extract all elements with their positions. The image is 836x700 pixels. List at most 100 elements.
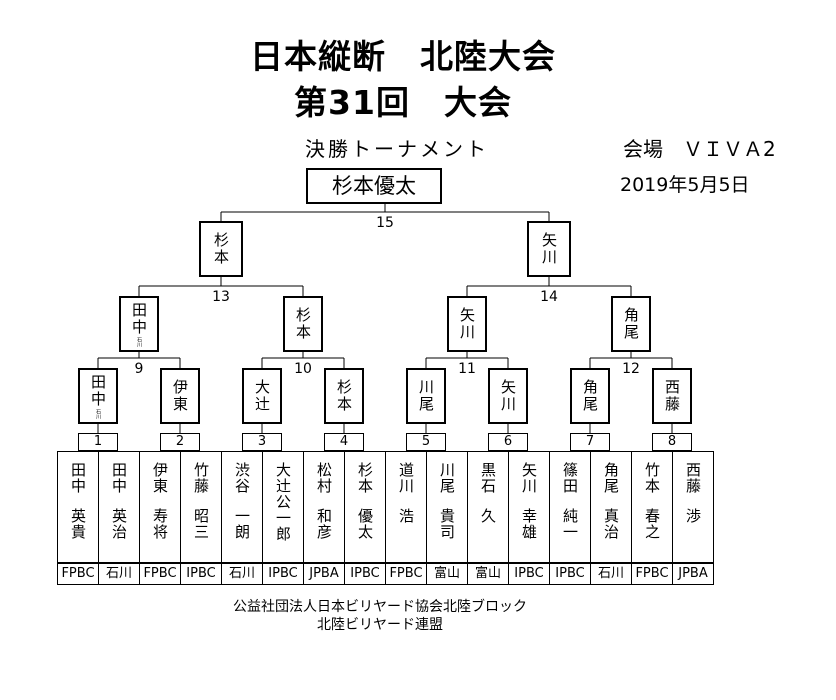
federation-line: 北陸ビリヤード連盟	[317, 617, 443, 633]
player-given-name: 真治	[602, 508, 620, 540]
player-surname: 竹本	[643, 462, 661, 494]
quarter-box-suffix: 石川	[95, 408, 101, 419]
match-number: 11	[458, 361, 476, 377]
player-affiliation: IPBC	[344, 563, 386, 585]
quarter-box: 大辻	[242, 368, 282, 424]
tournament-edition: 第31回 大会	[294, 83, 512, 122]
final-box-name: 杉本	[212, 232, 230, 266]
match-number: 14	[540, 289, 558, 305]
player-cell: 大辻公一郎	[262, 451, 304, 563]
first-round-match-number: 8	[652, 433, 692, 451]
first-round-match-number: 4	[324, 433, 364, 451]
player-given-name: 幸雄	[520, 508, 538, 540]
player-affiliation: IPBC	[549, 563, 591, 585]
player-surname: 伊東	[151, 462, 169, 494]
first-round-match-number: 2	[160, 433, 200, 451]
semi-box-name: 角尾	[622, 307, 640, 341]
player-given-name: 貴司	[438, 508, 456, 540]
player-affiliation: 富山	[426, 563, 468, 585]
champion-box: 杉本優太	[306, 168, 442, 204]
player-cell: 道川浩	[385, 451, 427, 563]
player-given-name: 久	[479, 508, 497, 524]
match-number: 9	[134, 361, 144, 377]
player-surname: 角尾	[602, 462, 620, 494]
player-given-name: 純一	[561, 508, 579, 540]
match-number: 15	[376, 215, 394, 231]
player-given-name: 優太	[356, 508, 374, 540]
player-given-name: 春之	[643, 508, 661, 540]
player-given-name: 渉	[684, 508, 702, 524]
player-given-name: 一朗	[233, 508, 251, 540]
semi-box: 杉本	[283, 296, 323, 352]
player-surname: 矢川	[520, 462, 538, 494]
final-box: 矢川	[527, 221, 571, 277]
player-given-name: 和彦	[315, 508, 333, 540]
player-surname: 田中	[110, 462, 128, 494]
quarter-box-name: 伊東	[171, 379, 189, 413]
player-cell: 篠田純一	[549, 451, 591, 563]
player-affiliation: FPBC	[385, 563, 427, 585]
event-date: 2019年5月5日	[620, 174, 750, 196]
player-affiliation: JPBA	[672, 563, 714, 585]
first-round-match-number: 5	[406, 433, 446, 451]
quarter-box: 田中石川	[78, 368, 118, 424]
player-affiliation: 石川	[590, 563, 632, 585]
quarter-box: 角尾	[570, 368, 610, 424]
quarter-box-name: 川尾	[417, 379, 435, 413]
quarter-box-name: 杉本	[335, 379, 353, 413]
player-cell: 西藤渉	[672, 451, 714, 563]
player-cell: 竹本春之	[631, 451, 673, 563]
player-cell: 黒石久	[467, 451, 509, 563]
player-given-name: 英治	[110, 508, 128, 540]
player-cell: 矢川幸雄	[508, 451, 550, 563]
quarter-box-name: 田中	[89, 373, 107, 408]
match-number: 13	[212, 289, 230, 305]
player-full-name: 大辻公一郎	[274, 462, 292, 542]
player-surname: 田中	[69, 462, 87, 494]
player-cell: 渋谷一朗	[221, 451, 263, 563]
quarter-box: 伊東	[160, 368, 200, 424]
quarter-box: 杉本	[324, 368, 364, 424]
semi-box-name: 杉本	[294, 307, 312, 341]
player-cell: 田中英治	[98, 451, 140, 563]
semi-box: 田中石川	[119, 296, 159, 352]
player-affiliation: JPBA	[303, 563, 345, 585]
player-affiliation: IPBC	[508, 563, 550, 585]
semi-box: 矢川	[447, 296, 487, 352]
player-surname: 渋谷	[233, 462, 251, 494]
player-cell: 伊東寿将	[139, 451, 181, 563]
player-affiliation: 石川	[221, 563, 263, 585]
tournament-title: 日本縦断 北陸大会	[250, 37, 556, 76]
quarter-box-name: 矢川	[499, 379, 517, 413]
semi-box-suffix: 石川	[136, 336, 142, 347]
player-affiliation: FPBC	[631, 563, 673, 585]
first-round-match-number: 3	[242, 433, 282, 451]
player-cell: 松村和彦	[303, 451, 345, 563]
player-given-name: 浩	[397, 508, 415, 524]
semi-box-name: 矢川	[458, 307, 476, 341]
player-given-name: 昭三	[192, 508, 210, 540]
player-cell: 角尾真治	[590, 451, 632, 563]
bracket-subtitle: 決勝トーナメント	[305, 137, 489, 161]
final-box: 杉本	[199, 221, 243, 277]
semi-box-name: 田中	[130, 301, 148, 336]
match-number: 10	[294, 361, 312, 377]
player-surname: 篠田	[561, 462, 579, 494]
semi-box: 角尾	[611, 296, 651, 352]
first-round-match-number: 7	[570, 433, 610, 451]
player-cell: 竹藤昭三	[180, 451, 222, 563]
quarter-box: 矢川	[488, 368, 528, 424]
player-cell: 田中英貴	[57, 451, 99, 563]
final-box-name: 矢川	[540, 232, 558, 266]
player-surname: 川尾	[438, 462, 456, 494]
player-surname: 松村	[315, 462, 333, 494]
player-surname: 西藤	[684, 462, 702, 494]
quarter-box-name: 西藤	[663, 379, 681, 413]
player-affiliation: 富山	[467, 563, 509, 585]
quarter-box-name: 角尾	[581, 379, 599, 413]
quarter-box: 西藤	[652, 368, 692, 424]
venue-label: 会場 ＶＩＶＡ2	[623, 137, 776, 161]
player-cell: 杉本優太	[344, 451, 386, 563]
quarter-box-name: 大辻	[253, 379, 271, 413]
